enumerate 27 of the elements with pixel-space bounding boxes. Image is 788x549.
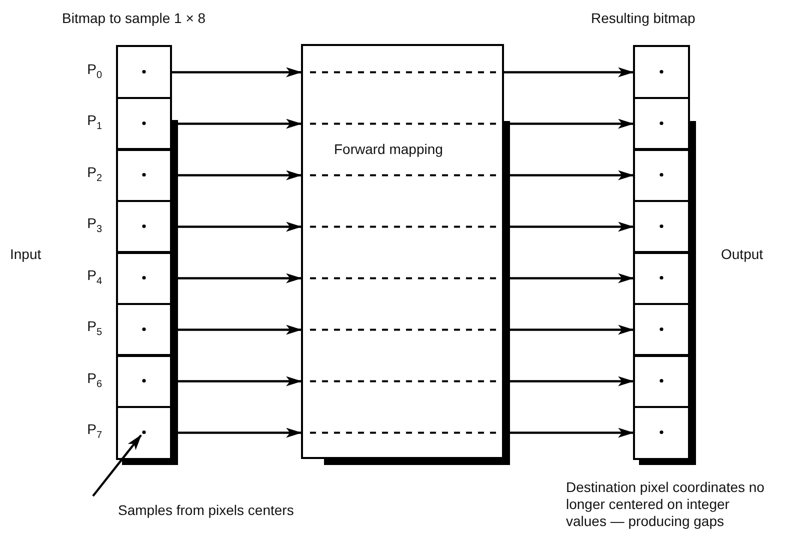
pixel-label: P$_{4}$ — [87, 266, 102, 289]
pixel-label: P$_{3}$ — [87, 215, 102, 238]
pixel-label: P$_{0}$ — [87, 60, 102, 83]
pixel-label: P$_{6}$ — [87, 370, 102, 392]
pixel-cell — [633, 251, 690, 305]
pixel-cell — [633, 302, 690, 356]
pixel-label: P$_{5}$ — [87, 318, 102, 340]
side-label: Input — [10, 246, 42, 263]
mapping-box — [301, 44, 504, 459]
column-title: Resulting bitmap — [591, 10, 696, 27]
pixel-cell — [633, 200, 690, 254]
arrow — [172, 67, 302, 78]
box-title: Forward mapping — [334, 141, 443, 157]
note-text: Destination pixel coordinates no longer centered on integer values — producing gaps — [566, 479, 766, 530]
arrow — [504, 67, 634, 78]
pixel-cell — [633, 354, 690, 408]
pixel-label: P$_{2}$ — [87, 164, 102, 186]
pixel-label: P$_{1}$ — [87, 112, 102, 134]
pixel-cell — [633, 96, 690, 150]
side-label: Output — [721, 246, 764, 263]
pixel-cell — [633, 148, 690, 202]
arrow — [92, 434, 142, 497]
pixel-label: P$_{7}$ — [87, 421, 102, 444]
column-title: Bitmap to sample 1 × 8 — [62, 10, 207, 27]
pixel-cell — [633, 45, 690, 99]
note-text: Samples from pixels centers — [118, 502, 318, 522]
pixel-cell — [633, 406, 690, 460]
